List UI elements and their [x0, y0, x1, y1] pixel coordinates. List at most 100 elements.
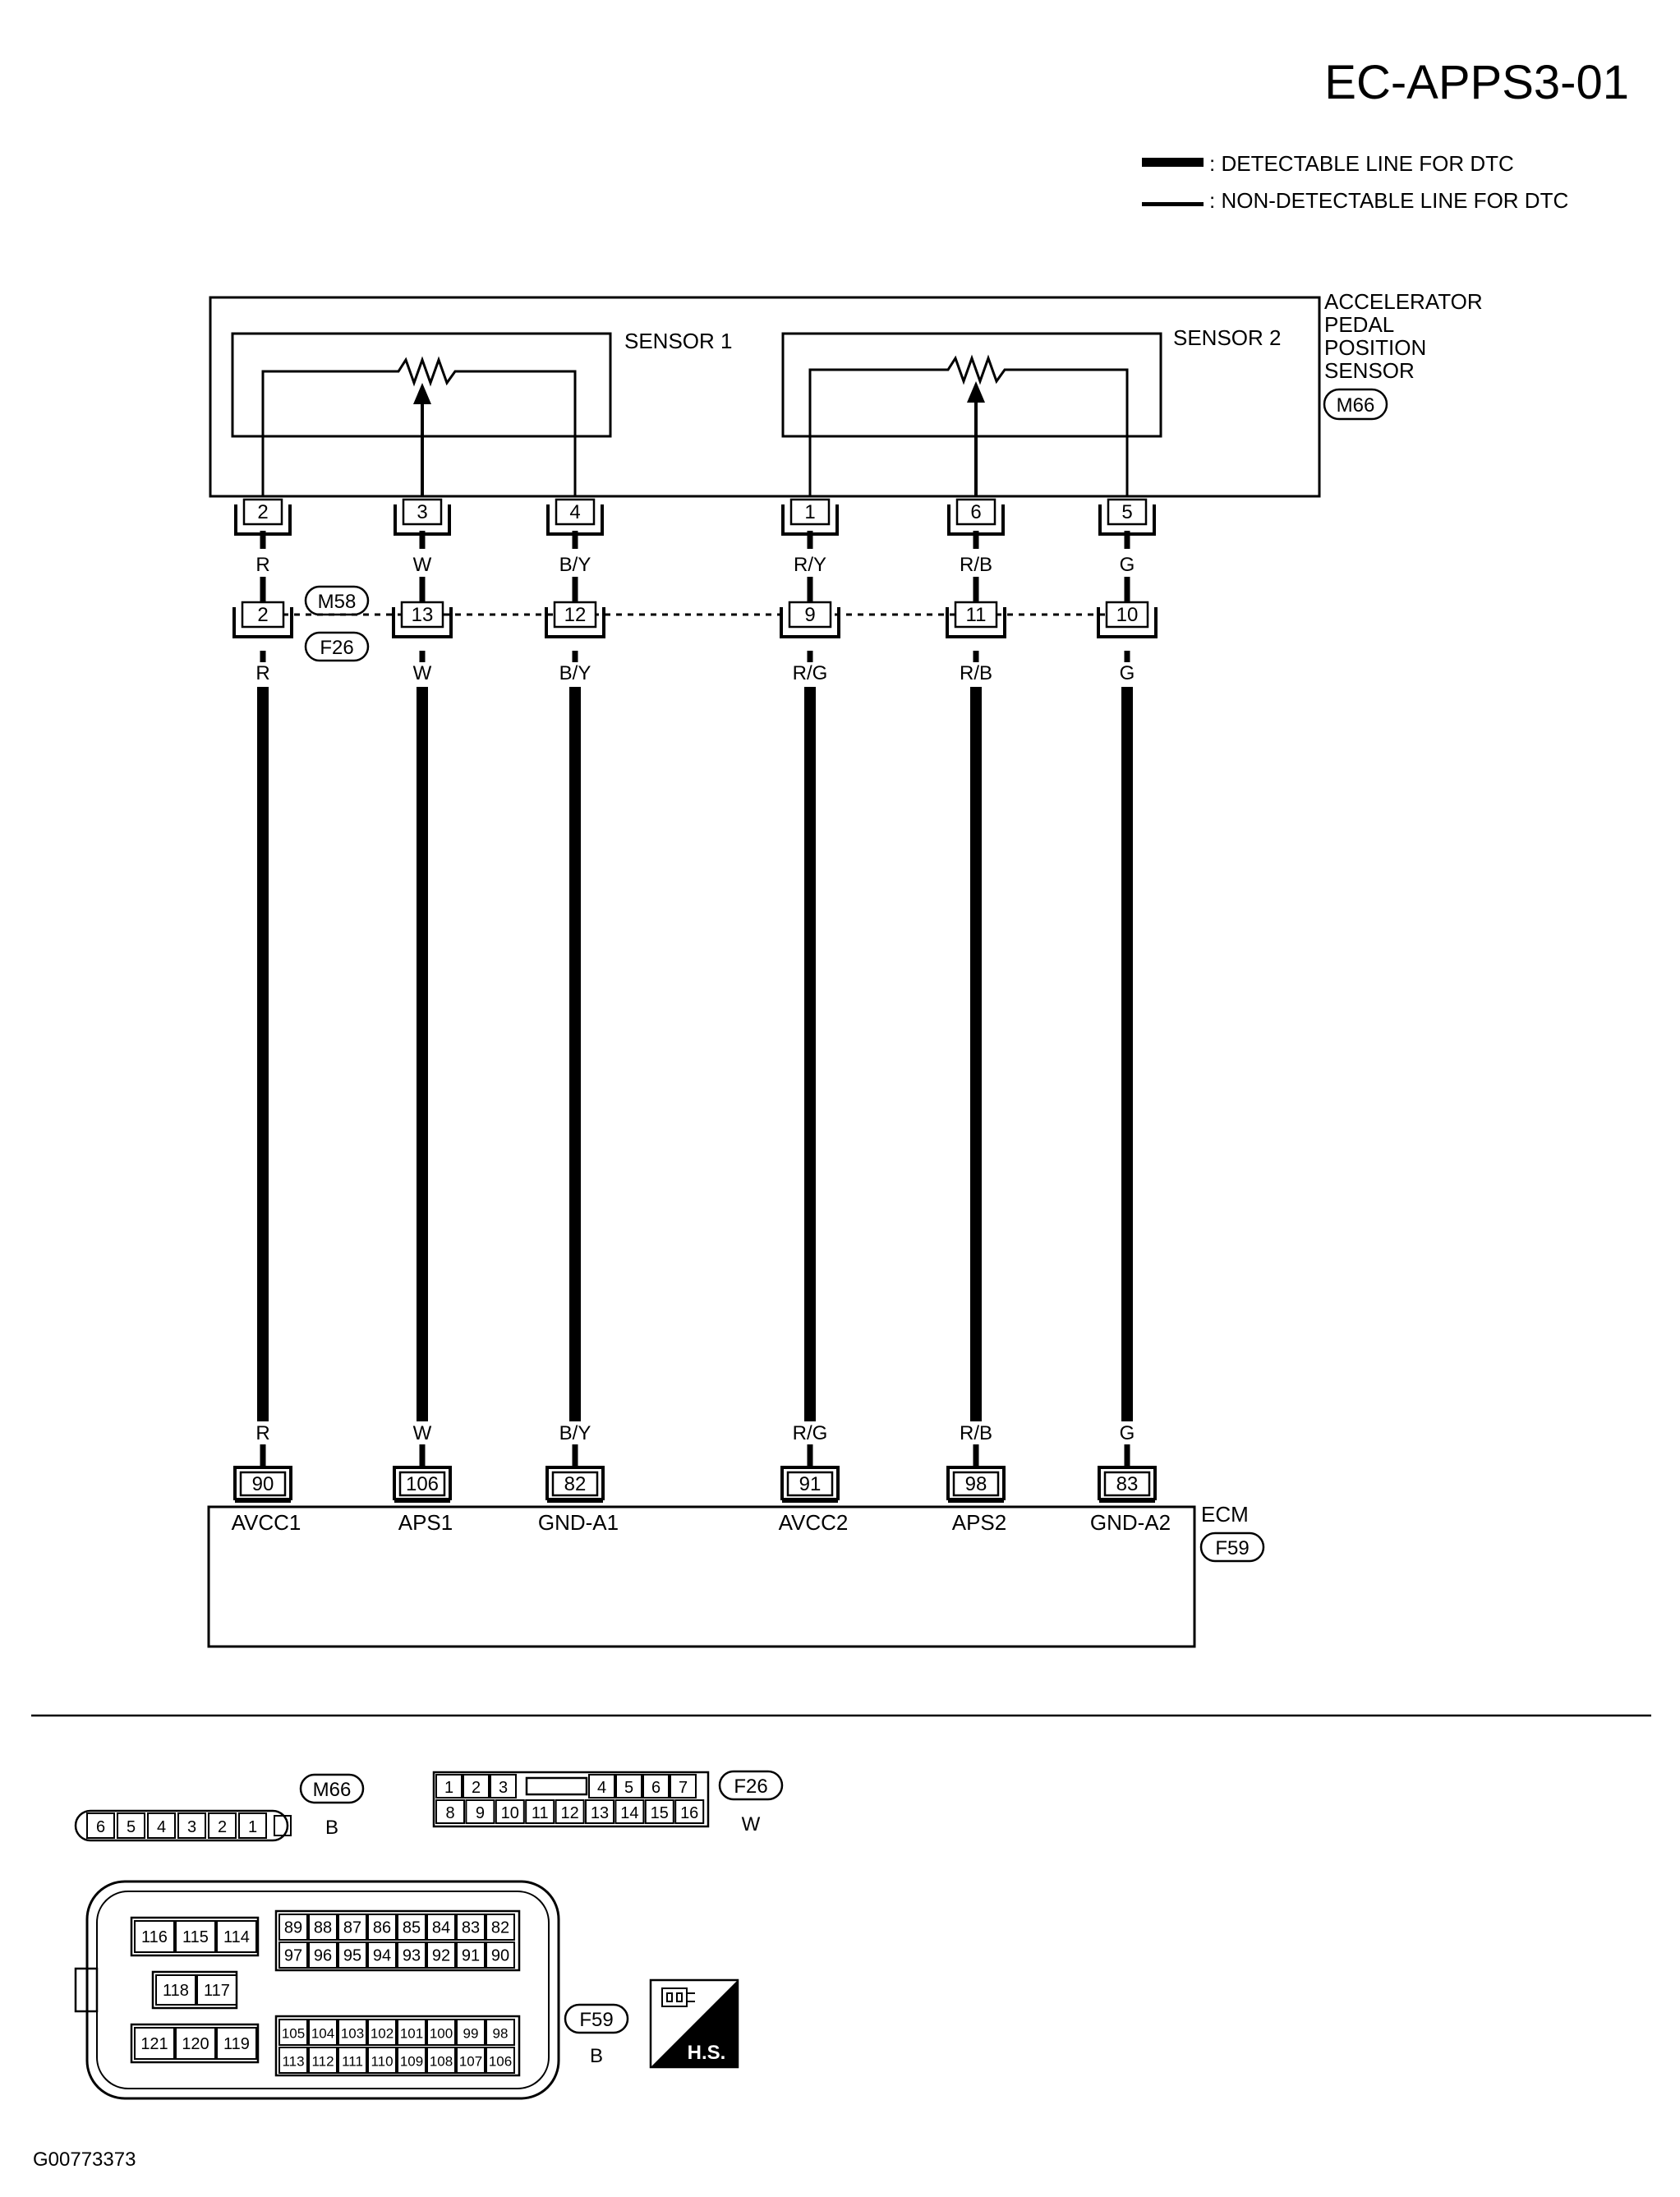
ecm-pin-83-label: 83 — [1116, 1473, 1139, 1495]
f59-pin-label: 87 — [343, 1919, 361, 1937]
sensor-pin-2-box — [242, 498, 283, 526]
f59-pin-label: 86 — [373, 1919, 391, 1937]
wire-color-lower: G — [1120, 662, 1135, 684]
f59-pin-121 — [134, 2027, 175, 2060]
f59-pin-112 — [308, 2047, 338, 2074]
f59-pin-104 — [308, 2019, 338, 2046]
junction-pin-11-box — [954, 601, 998, 629]
f59-pin-98 — [486, 2019, 515, 2046]
wire-color-ecm: R/B — [960, 1422, 992, 1444]
f59-pin-119 — [216, 2027, 257, 2060]
f59-pin-label: 85 — [403, 1919, 421, 1937]
f59-pin-label: 101 — [400, 2026, 423, 2042]
hs-connector-icon — [661, 1987, 695, 2007]
f26-pin-16 — [674, 1799, 705, 1824]
f59-pin-83 — [456, 1914, 486, 1941]
junction-pin-13-label: 13 — [412, 604, 434, 626]
f59-pin-label: 95 — [343, 1947, 361, 1965]
f59-pin-114 — [216, 1920, 257, 1953]
m66-pin-6 — [86, 1812, 115, 1839]
f59-pin-92 — [426, 1941, 456, 1969]
wire-color-upper: R — [255, 554, 269, 576]
wire-color-lower: R/B — [960, 662, 992, 684]
f59-pin-label: 119 — [223, 2035, 250, 2053]
f59-pin-96 — [308, 1941, 338, 1969]
f59-pin-105 — [278, 2019, 308, 2046]
junction-pin-9-label: 9 — [804, 604, 815, 626]
ecm-pin-91-box — [786, 1471, 834, 1497]
f59-pin-111 — [338, 2047, 367, 2074]
f26-pin-label: 14 — [620, 1804, 638, 1822]
sensor-pin-1-label: 1 — [804, 501, 815, 523]
junction-pin-13-housing — [392, 607, 453, 638]
f59-pin-117 — [196, 1974, 237, 2006]
f26-pin-label: 10 — [501, 1804, 519, 1822]
junction-pin-2-housing — [232, 607, 293, 638]
f59-pin-label: 120 — [182, 2035, 209, 2053]
ecm-signal-aps1: APS1 — [398, 1510, 453, 1535]
f59-pin-label: 89 — [284, 1919, 302, 1937]
f26-id-badge — [718, 1770, 784, 1801]
f59-pin-label: 105 — [282, 2026, 305, 2042]
f26-pin-label: 1 — [444, 1779, 453, 1797]
f59-outer-shell — [85, 1880, 560, 2100]
junction-pin-10-box — [1105, 601, 1149, 629]
f59-pin-label: 99 — [463, 2026, 479, 2042]
junction-upper-id: M58 — [318, 591, 357, 613]
m66-color: B — [325, 1817, 338, 1839]
f59-pin-label: 115 — [182, 1928, 209, 1946]
f59-pin-label: 118 — [163, 1982, 189, 2000]
sensor-pin-5-housing — [1098, 504, 1156, 536]
f59-pin-label: 90 — [491, 1947, 509, 1965]
m66-pin-label: 4 — [157, 1818, 166, 1836]
f59-pin-label: 84 — [432, 1919, 450, 1937]
sensor-connector-id-badge — [1323, 388, 1388, 421]
sensor-pin-3-housing — [394, 504, 451, 536]
wire-color-upper: B/Y — [559, 554, 591, 576]
f26-pin-label: 2 — [472, 1779, 481, 1797]
junction-pin-13-box — [400, 601, 444, 629]
sensor2-circuit — [808, 354, 1129, 497]
sensor-pin-6-housing — [947, 504, 1005, 536]
f59-pin-label: 98 — [493, 2026, 509, 2042]
f59-left-bot-frame — [130, 2023, 260, 2064]
ecm: ECM F59 — [207, 1502, 1265, 1648]
ecm-pin-106-housing — [393, 1466, 452, 1500]
wire-color-lower: W — [413, 662, 432, 684]
f26-pin-label: 5 — [624, 1779, 633, 1797]
f59-pin-108 — [426, 2047, 456, 2074]
f59-pin-label: 102 — [371, 2026, 394, 2042]
f26-pin-8 — [435, 1799, 465, 1824]
f26-pin-7 — [670, 1774, 697, 1799]
sensor1-circuit — [261, 356, 577, 497]
f26-pin-label: 16 — [680, 1804, 698, 1822]
f59-pin-label: 91 — [462, 1947, 480, 1965]
f26-pin-label: 6 — [651, 1779, 660, 1797]
legend-non-detectable: : NON-DETECTABLE LINE FOR DTC — [1209, 188, 1568, 213]
ecm-label: ECM — [1201, 1502, 1249, 1527]
f59-pin-116 — [134, 1920, 175, 1953]
wire-color-upper: W — [413, 554, 432, 576]
f59-pin-97 — [278, 1941, 308, 1969]
f59-pin-113 — [278, 2047, 308, 2074]
junction-pin-2-box — [241, 601, 285, 629]
wire-color-ecm: R/G — [793, 1422, 828, 1444]
junction-pin-9-box — [788, 601, 832, 629]
ecm-signal-gnd-a2: GND-A2 — [1090, 1510, 1171, 1535]
f26-pin-3 — [490, 1774, 517, 1799]
ecm-pin-83-housing — [1098, 1466, 1157, 1500]
sensor-name-line-1: ACCELERATOR — [1324, 289, 1483, 314]
f59-pin-label: 117 — [204, 1982, 230, 2000]
sensor1-wiper-arrow — [413, 383, 431, 404]
f26-pin-12 — [555, 1799, 585, 1824]
f59-pin-label: 113 — [282, 2054, 304, 2070]
wires: 2R2RR90AVCC13W13WW106APS14B/Y12B/YB/Y82G… — [232, 498, 1171, 1535]
ecm-signal-aps2: APS2 — [952, 1510, 1007, 1535]
f59-pin-106 — [486, 2047, 515, 2074]
legend: : DETECTABLE LINE FOR DTC : NON-DETECTAB… — [1142, 151, 1568, 213]
f26-pin-label: 12 — [560, 1804, 578, 1822]
f59-pin-90 — [486, 1941, 515, 1969]
